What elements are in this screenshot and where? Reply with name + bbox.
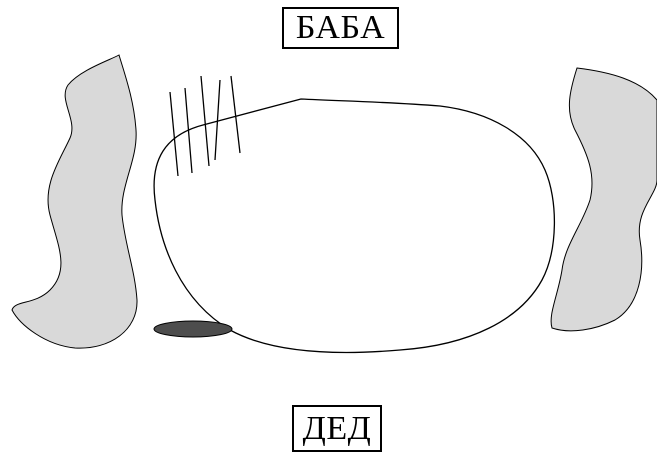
ded-label: ДЕД bbox=[292, 405, 382, 452]
hair-stroke bbox=[169, 91, 179, 177]
dark-oval bbox=[153, 320, 233, 338]
hair-stroke bbox=[184, 87, 193, 174]
hair-stroke bbox=[200, 75, 210, 167]
left-side-region bbox=[11, 54, 138, 349]
hair-stroke bbox=[230, 75, 241, 154]
baba-label: БАБА bbox=[282, 7, 399, 49]
right-side-region bbox=[550, 67, 657, 332]
hair-stroke bbox=[214, 79, 221, 161]
central-shape bbox=[153, 98, 556, 354]
